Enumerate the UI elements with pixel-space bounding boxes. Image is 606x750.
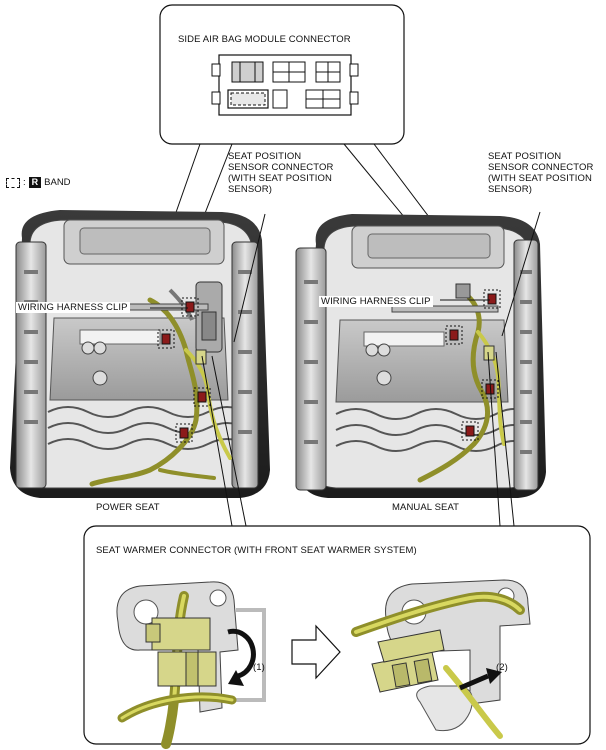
label-seat-position-connector-right: SEAT POSITION SENSOR CONNECTOR (WITH SEA… — [488, 151, 594, 195]
power-seat-illustration — [10, 210, 270, 498]
band-legend-tag: R — [28, 177, 42, 188]
step1-drawing — [116, 581, 266, 749]
label-side-airbag-connector: SIDE AIR BAG MODULE CONNECTOR — [178, 34, 351, 45]
seat-warmer-callout — [83, 525, 591, 749]
airbag-connector-face — [211, 54, 359, 116]
band-legend: : R BAND — [6, 177, 71, 188]
label-power-seat: POWER SEAT — [96, 502, 160, 513]
band-legend-text: BAND — [44, 177, 71, 188]
manual-seat-illustration — [295, 214, 546, 498]
airbag-connector-callout — [159, 4, 479, 283]
band-legend-dashed-box — [6, 177, 20, 188]
label-wiring-harness-clip-right: WIRING HARNESS CLIP — [319, 296, 433, 307]
label-seat-warmer-connector: SEAT WARMER CONNECTOR (WITH FRONT SEAT W… — [96, 545, 417, 556]
label-wiring-harness-clip-left: WIRING HARNESS CLIP — [16, 302, 130, 313]
label-manual-seat: MANUAL SEAT — [392, 502, 460, 513]
label-step-1: (1) — [253, 662, 265, 673]
step2-drawing — [351, 579, 531, 739]
band-legend-separator: : — [23, 177, 26, 188]
sequence-arrow — [291, 624, 341, 680]
leader-lines — [150, 211, 541, 527]
label-step-2: (2) — [496, 662, 508, 673]
label-seat-position-connector-left: SEAT POSITION SENSOR CONNECTOR (WITH SEA… — [228, 151, 334, 195]
